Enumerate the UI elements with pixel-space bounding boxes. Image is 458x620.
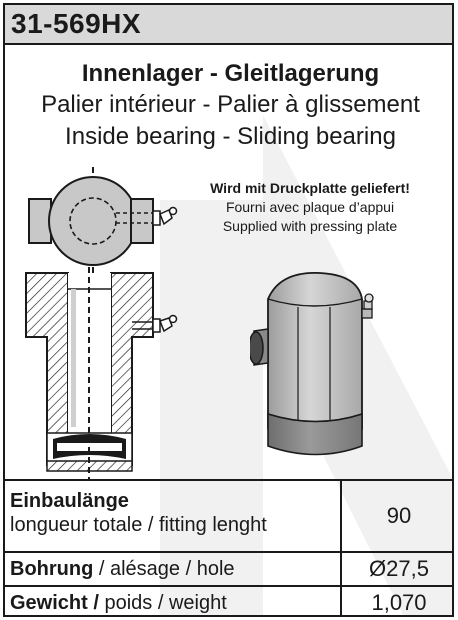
spec-value-length: 90	[386, 503, 412, 528]
title-block: Innenlager - Gleitlagerung Palier intéri…	[5, 59, 452, 153]
length-label-fr-en: longueur totale / fitting lenght	[10, 514, 267, 536]
product-code: 31-569HX	[5, 5, 452, 45]
grease-nipple-icon	[152, 314, 178, 333]
datasheet: 31-569HX Innenlager - Gleitlagerung Pali…	[3, 3, 454, 617]
note-french: Fourni avec plaque d’appui	[225, 199, 395, 215]
weight-label-de: Gewicht /	[10, 592, 99, 614]
bore-label-de: Bohrung	[10, 558, 94, 580]
spec-label-length: Einbaulänge longueur totale / fitting le…	[5, 481, 342, 551]
title-german: Innenlager - Gleitlagerung	[81, 60, 380, 87]
supply-note: Wird mit Druckplatte geliefert! Fourni a…	[170, 179, 450, 236]
spec-value-weight: 1,070	[371, 590, 427, 615]
grease-nipple-icon	[361, 293, 374, 319]
title-french: Palier intérieur - Palier à glissement	[41, 91, 420, 118]
length-label-de: Einbaulänge	[10, 490, 129, 512]
spec-value-bore: Ø27,5	[369, 556, 429, 581]
bore-label-fr-en: / alésage / hole	[93, 558, 235, 580]
spec-table: Einbaulänge longueur totale / fitting le…	[5, 479, 452, 615]
note-german: Wird mit Druckplatte geliefert!	[210, 180, 410, 196]
grease-nipple-icon	[152, 206, 178, 226]
spec-label-weight: Gewicht / poids / weight	[5, 587, 342, 615]
bearing-3d-view	[250, 272, 374, 456]
top-view-drawing	[28, 167, 178, 277]
note-english: Supplied with pressing plate	[222, 218, 398, 234]
section-view-drawing	[25, 267, 178, 479]
spec-row-weight: Gewicht / poids / weight 1,070	[5, 587, 452, 615]
spec-row-bore: Bohrung / alésage / hole Ø27,5	[5, 553, 452, 587]
title-english: Inside bearing - Sliding bearing	[65, 123, 396, 150]
weight-label-fr-en: poids / weight	[98, 592, 227, 614]
spec-row-length: Einbaulänge longueur totale / fitting le…	[5, 481, 452, 553]
spec-label-bore: Bohrung / alésage / hole	[5, 553, 342, 585]
